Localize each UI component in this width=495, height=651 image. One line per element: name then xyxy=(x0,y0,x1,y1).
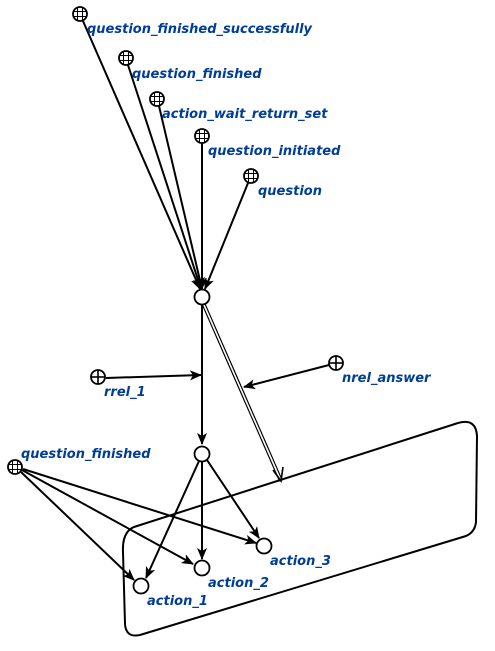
label-question: question xyxy=(258,184,322,199)
label-question-finished-successfully: question_finished_successfully xyxy=(87,22,313,37)
class-node-question-finished-successfully xyxy=(72,6,88,22)
label-action-2: action_2 xyxy=(208,576,269,591)
action-1-node xyxy=(132,577,150,595)
arc-qf-left-to-action-3 xyxy=(22,468,257,545)
arc-rrel-1 xyxy=(105,370,202,381)
label-action-3: action_3 xyxy=(270,554,331,569)
common-arc-answer xyxy=(202,304,284,484)
label-action-wait-return-set: action_wait_return_set xyxy=(162,107,328,122)
question-finished-left-arcs xyxy=(20,468,257,581)
arc-qf-left-to-action-1 xyxy=(20,471,135,581)
arc-set-to-action-1 xyxy=(145,460,200,579)
class-node-question-initiated xyxy=(194,128,210,144)
incoming-arcs xyxy=(82,20,249,290)
class-node-action-wait-return-set xyxy=(149,91,165,107)
action-2-node xyxy=(193,559,211,577)
label-action-1: action_1 xyxy=(147,594,208,609)
label-question-finished-left: question_finished xyxy=(21,447,151,462)
set-node-arcs xyxy=(145,459,260,579)
question-instance-node xyxy=(193,288,211,306)
arc-question xyxy=(204,182,249,290)
action-3-node xyxy=(255,537,273,555)
arc-nrel-answer xyxy=(243,364,330,390)
class-node-question-finished-top xyxy=(118,50,134,66)
arc-question-finished-successfully xyxy=(82,20,201,290)
label-nrel-answer: nrel_answer xyxy=(342,371,432,386)
arc-action-wait-return-set xyxy=(158,105,205,290)
label-question-finished-top: question_finished xyxy=(132,67,262,82)
label-question-initiated: question_initiated xyxy=(208,144,341,159)
relation-node-nrel-answer xyxy=(328,355,344,371)
answer-contour xyxy=(121,420,479,637)
action-set-node xyxy=(193,445,211,463)
class-node-question xyxy=(243,168,259,184)
label-rrel-1: rrel_1 xyxy=(104,385,146,400)
arc-set-to-action-3 xyxy=(206,459,260,539)
relation-node-rrel-1 xyxy=(90,369,106,385)
arc-question-finished-top xyxy=(127,64,203,290)
class-node-question-finished-left xyxy=(7,459,23,475)
arc-qf-left-to-action-2 xyxy=(21,469,194,565)
